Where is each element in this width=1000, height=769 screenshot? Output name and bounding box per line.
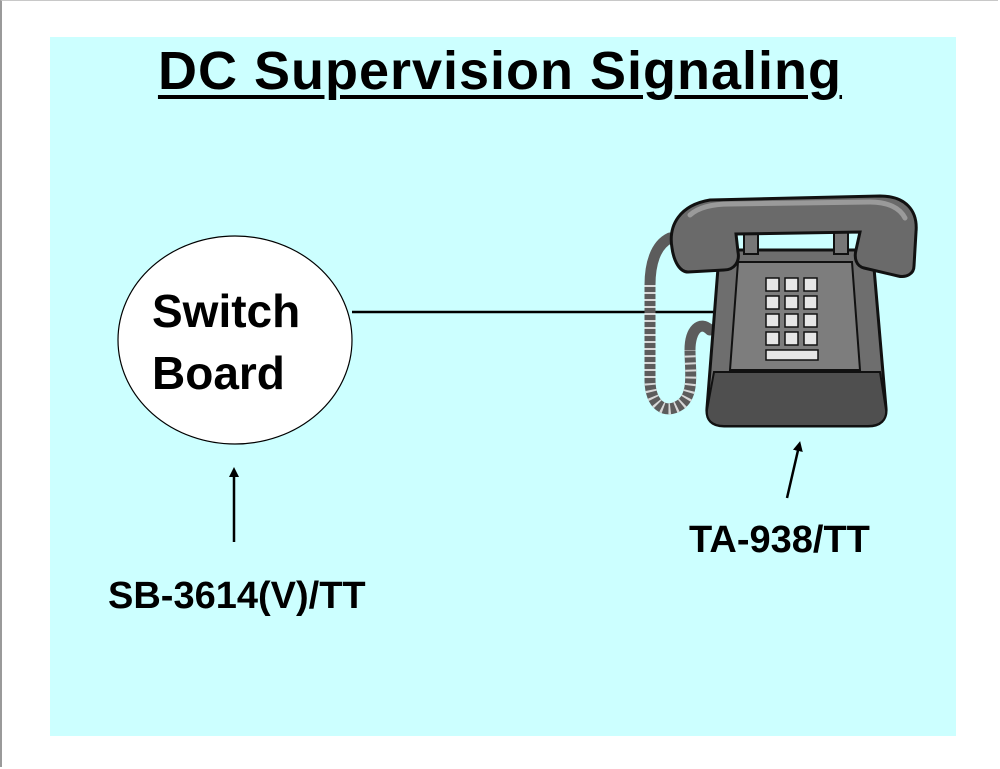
- switchboard-label: Switch Board: [152, 280, 300, 404]
- phone-base-foot: [705, 371, 888, 427]
- switchboard-label-line1: Switch: [152, 285, 301, 337]
- phone-keypad: [765, 277, 819, 361]
- phone-handset: [669, 194, 918, 278]
- phone-handset-highlight: [687, 199, 908, 221]
- telephone-icon: [644, 194, 918, 428]
- switchboard-model-label: SB-3614(V)/TT: [108, 575, 366, 617]
- slide-title: DC Supervision Signaling: [157, 41, 843, 101]
- phone-cord-coils: [644, 285, 697, 415]
- telephone-model-label: TA-938/TT: [689, 519, 870, 561]
- phone-cord: [644, 232, 716, 415]
- switchboard-label-line2: Board: [152, 347, 285, 399]
- switchboard-node: [117, 235, 353, 445]
- telephone-arrow: [785, 441, 803, 499]
